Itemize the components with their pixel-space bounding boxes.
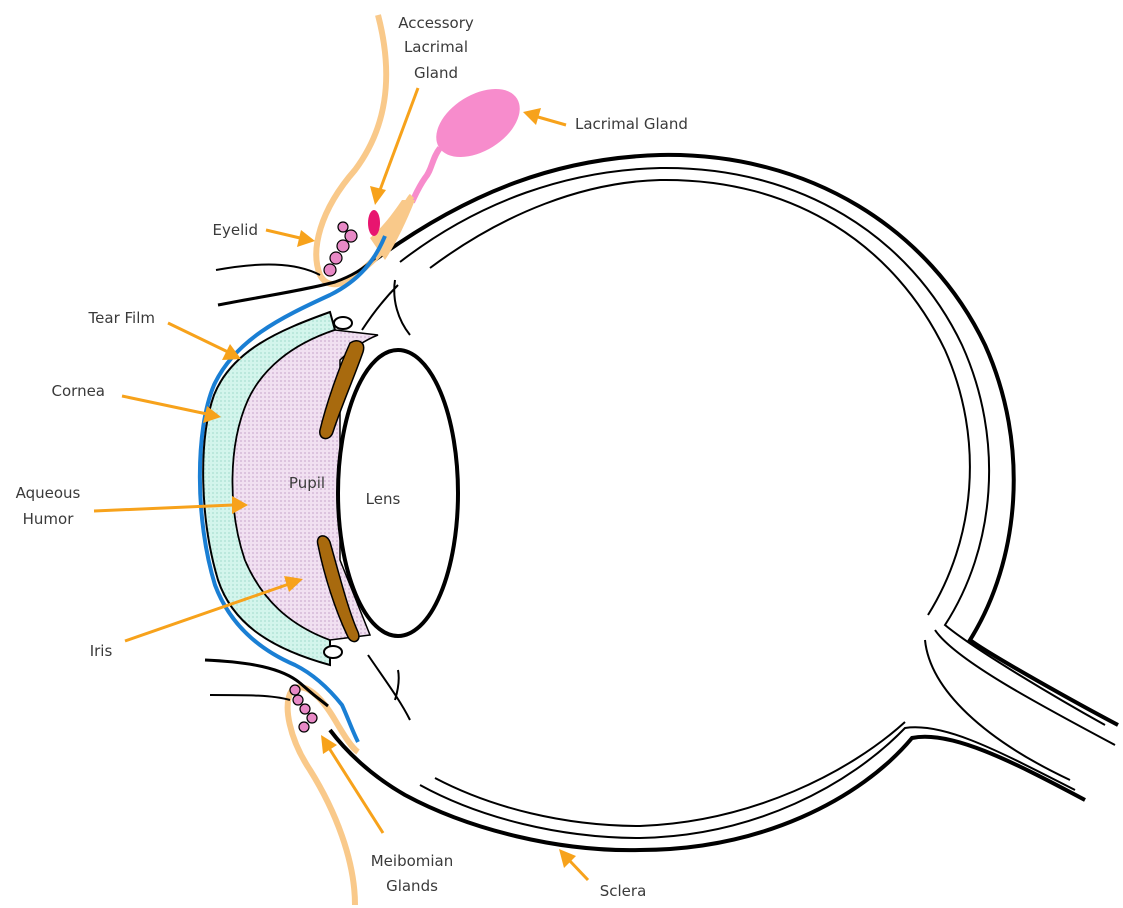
sclera-outer-line xyxy=(372,155,1118,725)
label-aqueous-humor-2: Humor xyxy=(23,510,75,528)
label-lens: Lens xyxy=(366,490,401,508)
sclera-inner-lower-1 xyxy=(420,727,1075,838)
label-lacrimal-gland: Lacrimal Gland xyxy=(575,115,688,133)
sclera-inner-lower-2 xyxy=(435,722,905,826)
accessory-lacrimal-gland-shape xyxy=(368,210,380,236)
optic-nerve-line xyxy=(935,630,1115,745)
label-aqueous-humor-1: Aqueous xyxy=(16,484,81,502)
arrow-lacrimal-gland xyxy=(523,108,566,125)
label-iris: Iris xyxy=(90,642,113,660)
ciliary-lower xyxy=(368,655,410,720)
sclera-inner-line-2 xyxy=(430,180,970,615)
upper-meibomian-glands xyxy=(324,222,357,276)
upper-eyelid xyxy=(216,15,415,305)
label-accessory-lacrimal-gland-3: Gland xyxy=(414,64,458,82)
label-sclera: Sclera xyxy=(600,882,647,900)
sclera-inner-line-1 xyxy=(400,168,1105,725)
arrow-eyelid xyxy=(266,230,315,247)
label-accessory-lacrimal-gland-2: Lacrimal xyxy=(404,38,468,56)
label-pupil: Pupil xyxy=(289,474,325,492)
schlemm-canal-upper xyxy=(334,317,352,329)
eyelid-lash-line xyxy=(216,265,320,275)
arrow-accessory-lacrimal-gland xyxy=(370,88,418,205)
label-cornea: Cornea xyxy=(52,382,105,400)
label-eyelid: Eyelid xyxy=(213,221,258,239)
label-meibomian-glands-1: Meibomian xyxy=(371,852,454,870)
label-accessory-lacrimal-gland-1: Accessory xyxy=(398,14,474,32)
label-meibomian-glands-2: Glands xyxy=(386,877,438,895)
label-tear-film: Tear Film xyxy=(88,309,155,327)
arrow-tear-film xyxy=(168,323,241,360)
arrow-sclera xyxy=(559,849,588,880)
schlemm-canal-lower xyxy=(324,646,342,658)
ciliary-upper xyxy=(362,280,410,335)
